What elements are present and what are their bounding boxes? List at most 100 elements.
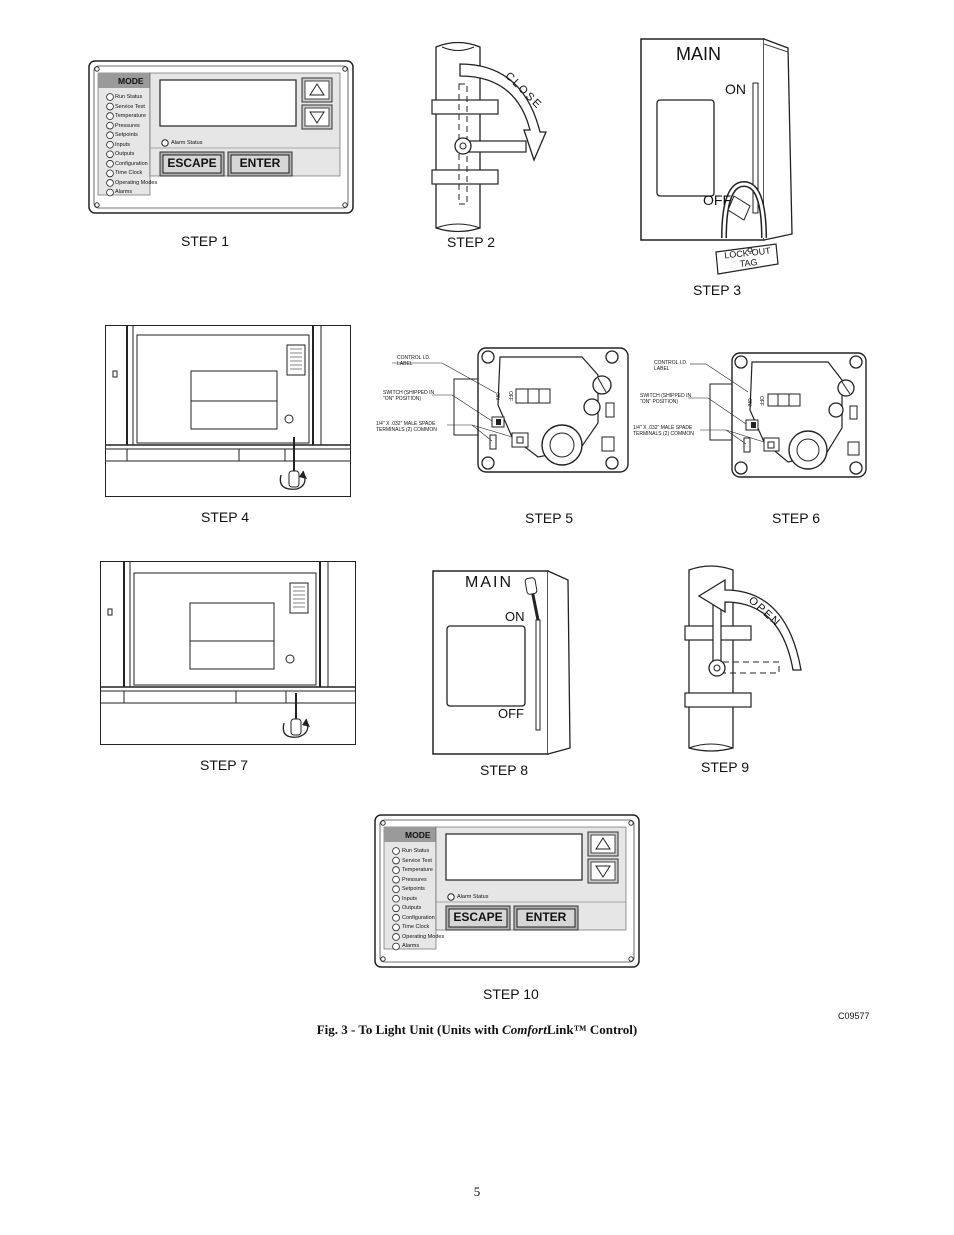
menu-item-run-status[interactable]: Run Status xyxy=(115,94,143,100)
mode-led-indicator xyxy=(106,140,114,149)
control-panel-step1 xyxy=(88,60,354,214)
step10-alarm-status: Alarm Status xyxy=(457,894,489,900)
mode-led-indicator xyxy=(106,169,114,178)
valve-close-illustration xyxy=(431,41,547,233)
step6-switch-line2: "ON" POSITION) xyxy=(640,399,678,405)
step10-enter-button[interactable]: ENTER xyxy=(525,910,567,924)
menu-item-outputs[interactable]: Outputs xyxy=(402,905,422,912)
menu-item-inputs[interactable]: Inputs xyxy=(115,141,130,148)
mode-led-indicator xyxy=(392,866,400,874)
gas-valve-step5 xyxy=(392,347,629,473)
step1-mode-label: MODE xyxy=(118,76,144,86)
step5-terminals-line1: 1/4" X .032" MALE SPADE xyxy=(376,421,436,427)
menu-item-pressures[interactable]: Pressures xyxy=(402,876,427,883)
menu-item-time-clock[interactable]: Time Clock xyxy=(402,924,430,931)
menu-item-alarms[interactable]: Alarms xyxy=(115,189,133,196)
step10-label: STEP 10 xyxy=(483,986,539,1002)
menu-item-operating-modes[interactable]: Operating Modes xyxy=(402,933,445,940)
step5-terminals-label: 1/4" X .032" MALE SPADE TERMINALS (2) CO… xyxy=(376,421,437,433)
main-switch-on xyxy=(432,570,571,755)
menu-item-service-test[interactable]: Service Test xyxy=(402,857,432,864)
mode-led-indicator xyxy=(392,933,400,941)
menu-item-temperature[interactable]: Temperature xyxy=(402,867,433,874)
step4-label: STEP 4 xyxy=(201,509,249,525)
step1-escape-button[interactable]: ESCAPE xyxy=(167,156,217,170)
mode-led-indicator xyxy=(392,942,400,951)
step5-terminals-line2: TERMINALS (2) COMMON xyxy=(376,427,437,433)
step6-control-id-line2: LABEL xyxy=(654,366,670,372)
step6-label: STEP 6 xyxy=(772,510,820,526)
step6-terminals-label: 1/4" X .032" MALE SPADE TERMINALS (2) CO… xyxy=(633,425,694,437)
step1-label: STEP 1 xyxy=(181,233,229,249)
menu-item-run-status[interactable]: Run Status xyxy=(402,848,430,854)
step5-control-id-line1: CONTROL I.D. xyxy=(397,355,431,361)
access-panel-removal xyxy=(105,325,351,497)
step10-escape-button[interactable]: ESCAPE xyxy=(453,910,503,924)
menu-item-setpoints[interactable]: Setpoints xyxy=(115,132,138,139)
main-switch-lockout xyxy=(640,38,793,275)
caption-italic: Comfort xyxy=(502,1022,547,1037)
mode-led-indicator xyxy=(106,188,114,197)
mode-led-indicator xyxy=(106,179,114,187)
menu-item-configuration[interactable]: Configuration xyxy=(402,914,435,921)
step5-control-id-line2: LABEL xyxy=(397,361,413,367)
access-panel-replace xyxy=(100,561,356,745)
step5-switch-line1: SWITCH (SHIPPED IN xyxy=(383,390,435,396)
mode-led-indicator xyxy=(106,160,114,168)
gas-valve-step6 xyxy=(688,352,867,478)
step5-switch-line2: "ON" POSITION) xyxy=(383,396,421,402)
step1-alarm-status: Alarm Status xyxy=(171,140,203,146)
step6-on-label: ON xyxy=(745,398,752,406)
step8-off-label: OFF xyxy=(498,706,524,721)
step8-label: STEP 8 xyxy=(480,762,528,778)
step7-label: STEP 7 xyxy=(200,757,248,773)
step1-panel-menu: Run Status Service Test Temperature Pres… xyxy=(115,93,157,198)
mode-led-indicator xyxy=(392,885,400,893)
menu-item-service-test[interactable]: Service Test xyxy=(115,103,145,110)
step6-control-id-line1: CONTROL I.D. xyxy=(654,360,688,366)
mode-led-indicator xyxy=(106,93,114,101)
main-switch-on-label: ON xyxy=(725,81,746,97)
menu-item-pressures[interactable]: Pressures xyxy=(115,122,140,129)
figure-code: C09577 xyxy=(838,1011,870,1021)
mode-led-indicator xyxy=(392,904,400,913)
step6-terminals-line2: TERMINALS (2) COMMON xyxy=(633,431,694,437)
step6-switch-line1: SWITCH (SHIPPED IN xyxy=(640,393,692,399)
mode-led-indicator xyxy=(392,875,400,884)
menu-item-operating-modes[interactable]: Operating Modes xyxy=(115,179,158,186)
step8-main-title: MAIN xyxy=(465,574,513,591)
mode-led-indicator xyxy=(106,131,114,139)
mode-led-indicator xyxy=(392,856,400,865)
mode-led-indicator xyxy=(392,914,400,922)
figure-caption: Fig. 3 - To Light Unit (Units with Comfo… xyxy=(0,1022,954,1038)
menu-item-inputs[interactable]: Inputs xyxy=(402,895,417,902)
control-panel-step10 xyxy=(374,814,640,968)
step9-label: STEP 9 xyxy=(701,759,749,775)
step5-label: STEP 5 xyxy=(525,510,573,526)
menu-item-configuration[interactable]: Configuration xyxy=(115,160,148,167)
step5-on-label: ON xyxy=(493,392,500,400)
main-switch-off-label: OFF xyxy=(703,192,731,208)
menu-item-temperature[interactable]: Temperature xyxy=(115,113,146,120)
menu-item-setpoints[interactable]: Setpoints xyxy=(402,886,425,893)
step6-terminals-line1: 1/4" X .032" MALE SPADE xyxy=(633,425,693,431)
mode-led-indicator xyxy=(106,102,114,111)
step10-mode-label: MODE xyxy=(405,830,431,840)
valve-open-illustration xyxy=(684,565,802,752)
menu-item-time-clock[interactable]: Time Clock xyxy=(115,170,143,177)
step5-off-label: OFF xyxy=(507,391,513,401)
mode-led-indicator xyxy=(106,150,114,159)
menu-item-outputs[interactable]: Outputs xyxy=(115,151,135,158)
mode-led-indicator xyxy=(392,894,400,903)
step8-on-label: ON xyxy=(505,609,525,624)
step6-switch-label: SWITCH (SHIPPED IN "ON" POSITION) xyxy=(640,393,691,405)
mode-led-indicator xyxy=(392,923,400,932)
step5-switch-label: SWITCH (SHIPPED IN "ON" POSITION) xyxy=(383,390,434,402)
step2-label: STEP 2 xyxy=(447,234,495,250)
step3-label: STEP 3 xyxy=(693,282,741,298)
page-number: 5 xyxy=(473,1184,481,1199)
step1-enter-button[interactable]: ENTER xyxy=(239,156,281,170)
step10-panel-menu: Run Status Service Test Temperature Pres… xyxy=(402,847,444,952)
menu-item-alarms[interactable]: Alarms xyxy=(402,943,420,950)
mode-led-indicator xyxy=(106,121,114,130)
